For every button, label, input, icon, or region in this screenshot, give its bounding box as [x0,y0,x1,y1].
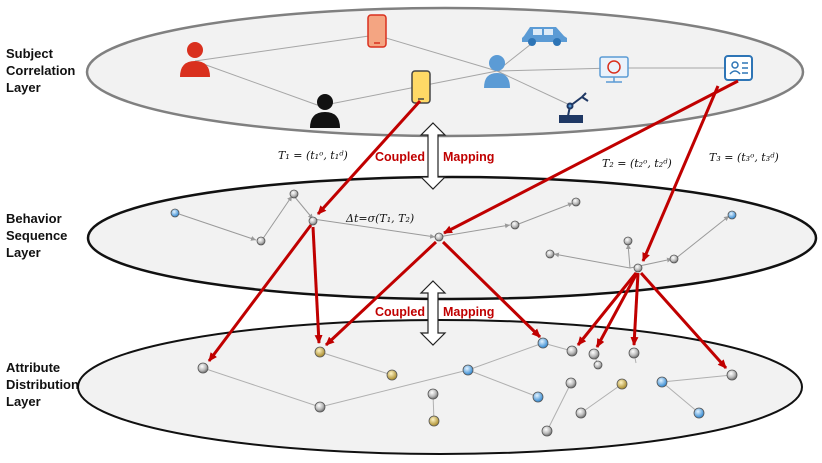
attribute-node [656,376,668,388]
behavior-node [510,220,520,230]
behavior-layer-ellipse [86,175,818,301]
attribute-node [693,407,705,419]
behavior-node [623,236,633,246]
coupled-label-lower: Coupled [375,305,425,319]
attribute-node [537,337,549,349]
attribute-node [566,345,578,357]
attribute-node [462,364,474,376]
behavior-node [545,249,555,259]
behavior-node [434,232,444,242]
attribute-node [314,346,326,358]
attribute-node [386,369,398,381]
person-black-icon [310,94,340,128]
attribute-node [197,362,209,374]
subject-layer-ellipse [85,6,805,138]
formula-t2: T₂ = (t₂ᵒ, t₂ᵈ) [602,157,672,170]
behavior-node [170,208,180,218]
attribute-nodes [197,337,738,437]
person-blue-icon [484,55,510,88]
behavior-node [571,197,581,207]
robot-arm-icon [559,92,589,123]
behavior-node [256,236,266,246]
formula-t1: T₁ = (t₁ᵒ, t₁ᵈ) [278,149,348,162]
id-card-icon [724,55,753,81]
person-red-icon [180,42,210,77]
attribute-node [616,378,628,390]
behavior-node [289,189,299,199]
behavior-node [308,216,318,226]
behavior-nodes [170,189,737,273]
formula-t3: T₃ = (t₃ᵒ, t₃ᵈ) [709,151,779,164]
coupled-arrow-lower [419,280,447,346]
attribute-node [726,369,738,381]
mapping-arrows [207,79,739,370]
behavior-node [633,263,643,273]
behavior-node [727,210,737,220]
chip-icon [599,56,629,83]
attribute-node [565,377,577,389]
phone-icon [411,70,431,104]
subject-edges [194,32,738,107]
mapping-label-lower: Mapping [443,305,494,319]
coupled-label-upper: Coupled [375,150,425,164]
attribute-node [628,347,640,359]
behavior-node [669,254,679,264]
attribute-node [541,425,553,437]
attribute-node [427,388,439,400]
tablet-icon [367,14,387,48]
attribute-node [428,415,440,427]
coupled-arrow-upper [419,122,447,190]
attribute-node [532,391,544,403]
attribute-node [588,348,600,360]
attribute-node [593,360,603,370]
formula-delta-t: Δt=σ(T₁, T₂) [345,212,414,225]
attribute-node [314,401,326,413]
attribute-layer-ellipse [77,319,803,455]
mapping-label-upper: Mapping [443,150,494,164]
car-icon [522,27,567,46]
attribute-node [575,407,587,419]
